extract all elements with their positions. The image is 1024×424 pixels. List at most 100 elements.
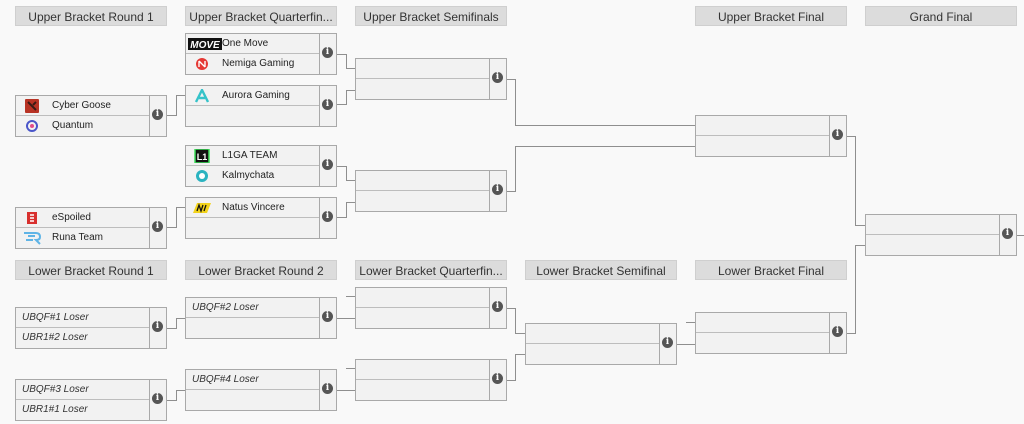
info-icon[interactable]: i <box>492 184 503 195</box>
team-slot-placeholder[interactable]: UBQF#3 Loser <box>16 380 151 400</box>
match-ubsf-1[interactable]: i <box>355 58 507 100</box>
info-icon[interactable]: i <box>322 47 333 58</box>
team-slot-empty[interactable] <box>866 235 1001 255</box>
match-ubqf-3[interactable]: L1 L1GA TEAM Kalmychata i <box>185 145 337 187</box>
team-slot-empty[interactable] <box>356 79 491 99</box>
match-info[interactable]: i <box>319 370 336 410</box>
connector <box>507 380 516 381</box>
match-lbr1-1[interactable]: UBQF#1 Loser UBR1#2 Loser i <box>15 307 167 349</box>
team-slot-empty[interactable] <box>186 318 321 338</box>
info-icon[interactable]: i <box>1002 228 1013 239</box>
team-slot-placeholder[interactable]: UBR1#1 Loser <box>22 404 88 415</box>
match-info[interactable]: i <box>319 298 336 338</box>
team-slot[interactable]: Quantum <box>16 116 151 136</box>
match-lower-semifinal[interactable]: i <box>525 323 677 365</box>
team-slot[interactable]: Natus Vincere <box>186 198 321 218</box>
match-lbr2-2[interactable]: UBQF#4 Loser i <box>185 369 337 411</box>
team-slot-empty[interactable] <box>186 390 321 410</box>
connector <box>515 146 695 147</box>
team-slot-empty[interactable] <box>356 360 491 380</box>
info-icon[interactable]: i <box>152 109 163 120</box>
match-lbr2-1[interactable]: UBQF#2 Loser i <box>185 297 337 339</box>
team-slot-empty[interactable] <box>356 288 491 308</box>
team-slot[interactable]: Nemiga Gaming <box>186 54 321 74</box>
info-icon[interactable]: i <box>322 159 333 170</box>
team-slot-empty[interactable] <box>356 308 491 328</box>
team-slot[interactable]: eSpoiled <box>16 208 151 228</box>
info-icon[interactable]: i <box>492 301 503 312</box>
match-info[interactable]: i <box>659 324 676 364</box>
info-icon[interactable]: i <box>832 326 843 337</box>
match-upper-final[interactable]: i <box>695 115 847 157</box>
info-icon[interactable]: i <box>492 72 503 83</box>
team-slot-placeholder[interactable]: UBR1#2 Loser <box>22 332 88 343</box>
match-lower-final[interactable]: i <box>695 312 847 354</box>
info-icon[interactable]: i <box>492 373 503 384</box>
match-grand-final[interactable]: i <box>865 214 1017 256</box>
team-name: Kalmychata <box>222 170 275 181</box>
info-icon[interactable]: i <box>322 211 333 222</box>
info-icon[interactable]: i <box>152 393 163 404</box>
team-slot-empty[interactable] <box>186 106 321 126</box>
match-info[interactable]: i <box>319 198 336 238</box>
team-slot-empty[interactable] <box>356 191 491 211</box>
match-info[interactable]: i <box>149 208 166 248</box>
match-info[interactable]: i <box>319 86 336 126</box>
team-slot-placeholder[interactable]: UBQF#2 Loser <box>186 298 321 318</box>
team-slot-empty[interactable] <box>356 171 491 191</box>
team-slot-empty[interactable] <box>696 333 831 353</box>
connector <box>346 166 347 181</box>
team-slot-empty[interactable] <box>866 215 1001 235</box>
team-slot-empty[interactable] <box>526 324 661 344</box>
match-lbqf-1[interactable]: i <box>355 287 507 329</box>
match-info[interactable]: i <box>319 146 336 186</box>
team-slot[interactable]: MOVE One Move <box>186 34 321 54</box>
match-info[interactable]: i <box>829 313 846 353</box>
info-icon[interactable]: i <box>322 99 333 110</box>
match-info[interactable]: i <box>149 380 166 420</box>
connector <box>1017 235 1024 236</box>
team-slot-empty[interactable] <box>356 380 491 400</box>
match-info[interactable]: i <box>149 96 166 136</box>
match-info[interactable]: i <box>829 116 846 156</box>
match-ubr1-2[interactable]: eSpoiled Runa Team i <box>15 207 167 249</box>
match-lbqf-2[interactable]: i <box>355 359 507 401</box>
connector <box>337 54 346 55</box>
team-slot[interactable]: Cyber Goose <box>16 96 151 116</box>
team-slot-empty[interactable] <box>696 116 831 136</box>
header-grand-final: Grand Final <box>865 6 1017 26</box>
match-info[interactable]: i <box>489 59 506 99</box>
connector <box>855 245 865 246</box>
match-ubqf-2[interactable]: Aurora Gaming i <box>185 85 337 127</box>
team-slot[interactable]: Runa Team <box>16 228 151 248</box>
info-icon[interactable]: i <box>662 337 673 348</box>
team-slot-placeholder[interactable]: UBQF#4 Loser <box>186 370 321 390</box>
match-ubr1-1[interactable]: Cyber Goose Quantum i <box>15 95 167 137</box>
svg-text:MOVE: MOVE <box>190 40 220 51</box>
match-info[interactable]: i <box>149 308 166 348</box>
info-icon[interactable]: i <box>322 383 333 394</box>
info-icon[interactable]: i <box>322 311 333 322</box>
info-icon[interactable]: i <box>152 321 163 332</box>
match-info[interactable]: i <box>489 288 506 328</box>
info-icon[interactable]: i <box>152 221 163 232</box>
match-info[interactable]: i <box>489 360 506 400</box>
match-ubqf-1[interactable]: MOVE One Move Nemiga Gaming i <box>185 33 337 75</box>
match-info[interactable]: i <box>489 171 506 211</box>
team-slot[interactable]: L1 L1GA TEAM <box>186 146 321 166</box>
match-info[interactable]: i <box>319 34 336 74</box>
team-slot-empty[interactable] <box>186 218 321 238</box>
team-slot-empty[interactable] <box>526 344 661 364</box>
team-slot[interactable]: Aurora Gaming <box>186 86 321 106</box>
team-slot[interactable]: Kalmychata <box>186 166 321 186</box>
match-info[interactable]: i <box>999 215 1016 255</box>
info-icon[interactable]: i <box>832 129 843 140</box>
match-ubqf-4[interactable]: Natus Vincere i <box>185 197 337 239</box>
team-slot-empty[interactable] <box>356 59 491 79</box>
team-slot-empty[interactable] <box>696 136 831 156</box>
team-slot-empty[interactable] <box>696 313 831 333</box>
team-slot-placeholder[interactable]: UBQF#1 Loser <box>16 308 151 328</box>
header-lower-quarterfinals: Lower Bracket Quarterfin... <box>355 260 507 280</box>
match-lbr1-2[interactable]: UBQF#3 Loser UBR1#1 Loser i <box>15 379 167 421</box>
match-ubsf-2[interactable]: i <box>355 170 507 212</box>
